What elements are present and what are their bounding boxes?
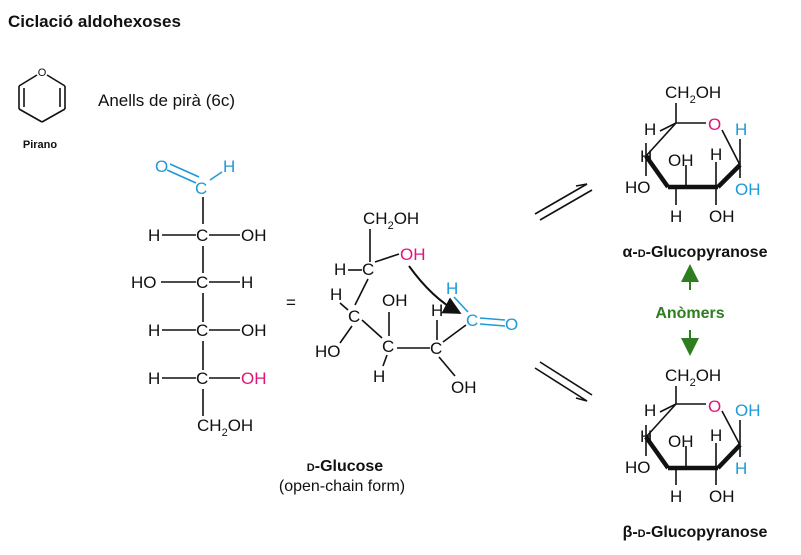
fischer-projection: O C H H C OH HO C H H C OH H C OH — [131, 157, 267, 439]
zigzag-c4-ho: HO — [315, 342, 341, 361]
beta-c1-h: H — [735, 459, 747, 478]
alpha-c2-h: H — [710, 145, 722, 164]
equals-sign: = — [286, 293, 296, 312]
equilibrium-arrow-beta — [534, 361, 593, 402]
c3-ho: HO — [131, 273, 157, 292]
alpha-c4-ho: HO — [625, 178, 651, 197]
zigzag-c3-oh: OH — [382, 291, 408, 310]
c2-carbon: C — [196, 226, 208, 245]
zigzag-c5-oh: OH — [400, 245, 426, 264]
c3-carbon: C — [196, 273, 208, 292]
zigzag-c3-h: H — [373, 367, 385, 386]
page-title: Ciclació aldohexoses — [8, 12, 181, 31]
c2-h: H — [148, 226, 160, 245]
zigzag-c2: C — [430, 339, 442, 358]
alpha-c1-h: H — [735, 120, 747, 139]
alpha-c2-oh: OH — [709, 207, 735, 226]
alpha-c1-oh: OH — [735, 180, 761, 199]
beta-c4-h: H — [640, 427, 652, 446]
alpha-glucopyranose: CH2OH O H H OH H HO OH H H OH — [625, 83, 761, 226]
aldehyde-hydrogen: H — [223, 157, 235, 176]
anomers-label: Anòmers — [655, 305, 724, 322]
zigzag-open-chain: CH2OH H C OH H C HO C OH H C H OH H C O — [315, 209, 518, 397]
zigzag-c2-oh: OH — [451, 378, 477, 397]
beta-ch2oh: CH2OH — [665, 366, 721, 389]
alpha-ring-oxygen: O — [708, 115, 721, 134]
zigzag-c1: C — [466, 311, 478, 330]
beta-c1-oh: OH — [735, 401, 761, 420]
zigzag-c5-h: H — [334, 260, 346, 279]
zigzag-c5: C — [362, 260, 374, 279]
alpha-c3-h: H — [670, 207, 682, 226]
beta-glucopyranose: CH2OH O H OH H H HO OH H H OH — [625, 366, 761, 506]
equilibrium-arrow-alpha — [534, 183, 593, 221]
beta-c4-ho: HO — [625, 458, 651, 477]
zigzag-c3: C — [382, 337, 394, 356]
alpha-c3-oh: OH — [668, 151, 694, 170]
c4-carbon: C — [196, 321, 208, 340]
zigzag-c4: C — [348, 307, 360, 326]
nucleophilic-attack-arrow — [408, 265, 462, 314]
zigzag-c4-h: H — [330, 285, 342, 304]
c5-h: H — [148, 369, 160, 388]
pyran-ring-structure: O — [18, 67, 66, 123]
pyran-oxygen: O — [38, 67, 47, 79]
c6-ch2oh: CH2OH — [197, 416, 253, 439]
c5-oh: OH — [241, 369, 267, 388]
glucose-form: (open-chain form) — [279, 478, 405, 495]
aldehyde-oxygen: O — [155, 157, 168, 176]
alpha-anomer-name: α-D-Glucopyranose — [623, 244, 768, 261]
beta-ring-oxygen: O — [708, 397, 721, 416]
pyran-label: Pirano — [23, 139, 58, 151]
beta-anomer-name: β-D-Glucopyranose — [623, 524, 768, 541]
c5-carbon: C — [196, 369, 208, 388]
c2-oh: OH — [241, 226, 267, 245]
zigzag-c1-o: O — [505, 315, 518, 334]
beta-c2-oh: OH — [709, 487, 735, 506]
pyran-description: Anells de pirà (6c) — [98, 91, 235, 110]
c4-h: H — [148, 321, 160, 340]
c3-h: H — [241, 273, 253, 292]
c4-oh: OH — [241, 321, 267, 340]
zigzag-c1-h: H — [446, 279, 458, 298]
aldehyde-carbon: C — [195, 179, 207, 198]
zigzag-c2-h: H — [431, 301, 443, 320]
zigzag-ch2oh: CH2OH — [363, 209, 419, 232]
beta-c3-oh: OH — [668, 432, 694, 451]
glucose-name: D-Glucose — [307, 458, 384, 475]
beta-c2-h: H — [710, 426, 722, 445]
beta-c3-h: H — [670, 487, 682, 506]
alpha-c5-h: H — [644, 120, 656, 139]
alpha-ch2oh: CH2OH — [665, 83, 721, 106]
beta-c5-h: H — [644, 401, 656, 420]
